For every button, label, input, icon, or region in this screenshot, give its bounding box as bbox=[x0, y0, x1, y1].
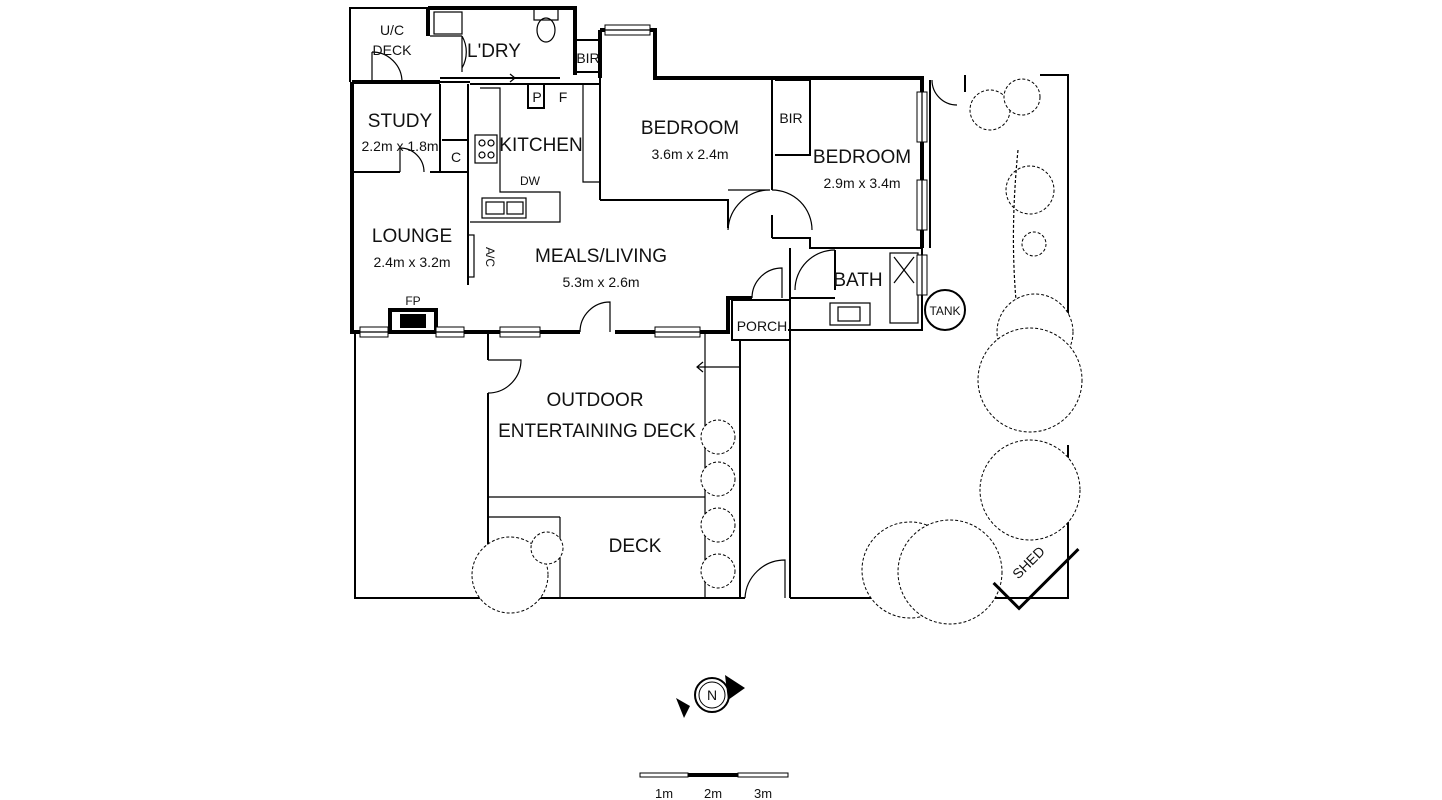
lounge-size: 2.4m x 3.2m bbox=[373, 254, 450, 270]
kitchen-label: KITCHEN bbox=[499, 135, 582, 156]
fridge-label: F bbox=[559, 89, 568, 105]
shed-label: SHED bbox=[1009, 543, 1048, 582]
windows bbox=[359, 24, 928, 338]
fireplace-label: FP bbox=[405, 294, 420, 308]
uc-deck-label-2: DECK bbox=[373, 42, 413, 58]
bedroom1-size: 3.6m x 2.4m bbox=[651, 146, 728, 162]
uc-deck-label: U/C bbox=[380, 22, 404, 38]
pantry-label: P bbox=[532, 89, 541, 105]
bedroom2-label: BEDROOM bbox=[813, 147, 911, 168]
bir-bedroom2-label: BIR bbox=[779, 110, 802, 126]
room-labels: U/C DECK L'DRY BIR P F STUDY 2.2m x 1.8m… bbox=[361, 22, 1047, 582]
outdoor-deck-label-2: ENTERTAINING DECK bbox=[498, 421, 696, 442]
interior-walls bbox=[352, 7, 923, 598]
compass: N bbox=[676, 675, 745, 718]
outdoor-deck-label: OUTDOOR bbox=[546, 390, 643, 411]
deck-label: DECK bbox=[609, 536, 662, 557]
compass-north-label: N bbox=[707, 687, 717, 703]
scale-bar: 1m 2m 3m bbox=[639, 772, 789, 800]
study-size: 2.2m x 1.8m bbox=[361, 138, 438, 154]
lounge-label: LOUNGE bbox=[372, 226, 452, 247]
bath-label: BATH bbox=[833, 270, 882, 291]
garden-trees bbox=[471, 78, 1083, 625]
scale-label-1m: 1m bbox=[655, 786, 673, 800]
door-swings bbox=[371, 35, 958, 599]
scale-label-3m: 3m bbox=[754, 786, 772, 800]
aircon-label: A/C bbox=[483, 247, 497, 267]
tank-label: TANK bbox=[929, 304, 960, 318]
bedroom2-size: 2.9m x 3.4m bbox=[823, 175, 900, 191]
meals-living-label: MEALS/LIVING bbox=[535, 246, 667, 267]
cupboard-label: C bbox=[451, 149, 461, 165]
dishwasher-label: DW bbox=[520, 174, 541, 188]
bir-top-label: BIR bbox=[576, 50, 599, 66]
bedroom1-label: BEDROOM bbox=[641, 118, 739, 139]
shed-icon bbox=[992, 547, 1080, 611]
porch-label: PORCH bbox=[737, 318, 788, 334]
scale-label-2m: 2m bbox=[704, 786, 722, 800]
study-label: STUDY bbox=[368, 111, 433, 132]
meals-living-size: 5.3m x 2.6m bbox=[562, 274, 639, 290]
rainwater-tank-icon bbox=[924, 289, 966, 331]
laundry-label: L'DRY bbox=[467, 41, 521, 62]
